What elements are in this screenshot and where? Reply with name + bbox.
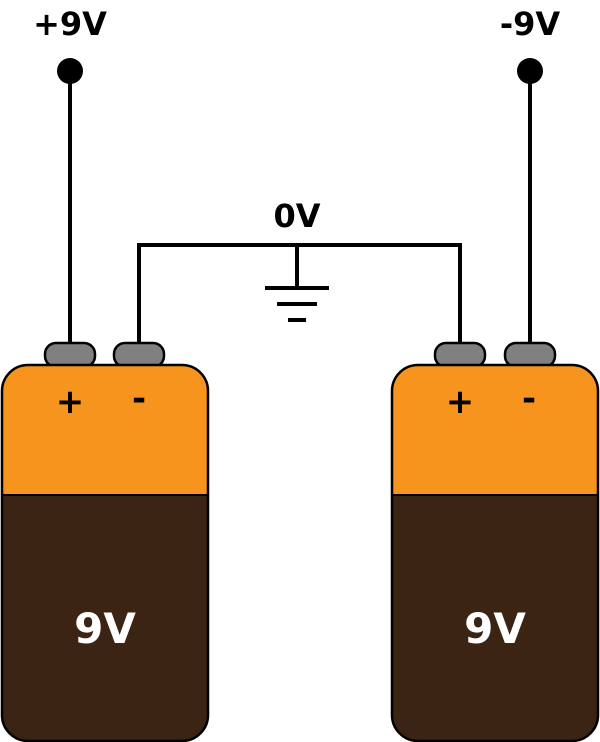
battery-right-plus-sign: + bbox=[446, 382, 475, 422]
battery-left-plus-sign: + bbox=[56, 382, 85, 422]
battery-right: + - 9V bbox=[390, 341, 600, 742]
battery-right-minus-terminal bbox=[503, 341, 557, 369]
ground-label: 0V bbox=[273, 197, 320, 235]
battery-right-plus-terminal bbox=[433, 341, 487, 369]
battery-right-voltage: 9V bbox=[464, 604, 526, 653]
battery-left-top bbox=[2, 365, 208, 495]
battery-right-minus-sign: - bbox=[522, 379, 536, 419]
ground-symbol-icon bbox=[265, 245, 329, 322]
battery-left-minus-sign: - bbox=[132, 379, 146, 419]
positive-rail-label: +9V bbox=[33, 5, 107, 43]
battery-left-plus-terminal bbox=[43, 341, 97, 369]
battery-left-minus-terminal bbox=[112, 341, 166, 369]
battery-left-voltage: 9V bbox=[74, 604, 136, 653]
ground-connection-wire bbox=[137, 243, 462, 345]
battery-left-body bbox=[2, 495, 208, 741]
battery-right-top bbox=[392, 365, 598, 495]
battery-left: + - 9V bbox=[0, 341, 210, 742]
negative-rail-label: -9V bbox=[500, 5, 561, 43]
battery-right-body bbox=[392, 495, 598, 741]
